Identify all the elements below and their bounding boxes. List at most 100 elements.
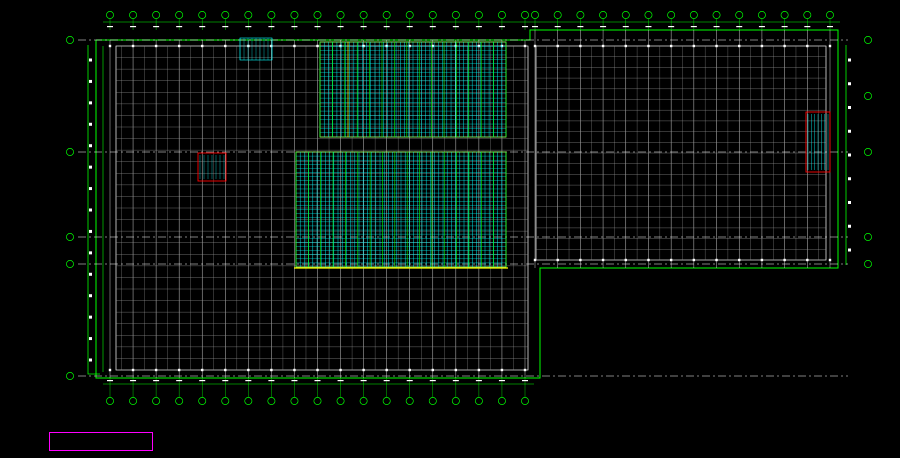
column-marker: [579, 258, 582, 262]
dimension-tick: [176, 26, 183, 28]
axis-bubble-bottom: [244, 397, 253, 405]
axis-bubble-top: [382, 11, 391, 19]
column-marker: [293, 368, 296, 372]
edge-marker: [89, 187, 92, 191]
axis-bubbles: [66, 11, 872, 405]
dimension-tick: [360, 380, 367, 382]
column-marker: [316, 368, 319, 372]
axis-bubble-top: [290, 11, 299, 19]
dimension-tick: [758, 26, 765, 28]
dimension-tick: [532, 26, 538, 28]
dimension-tick: [130, 380, 137, 382]
column-marker: [715, 44, 718, 48]
axis-bubble-top: [521, 11, 529, 19]
axis-bubble-bottom: [290, 397, 299, 405]
dimension-tick: [245, 380, 252, 382]
edge-marker: [89, 165, 92, 169]
dimension-tick: [522, 26, 528, 28]
column-marker: [477, 44, 481, 48]
dimension-tick: [222, 380, 229, 382]
column-marker: [177, 368, 181, 372]
axis-bubble-bottom: [474, 397, 483, 405]
column-marker: [270, 368, 273, 372]
dimension-tick: [199, 26, 206, 28]
dimension-tick: [600, 26, 607, 28]
edge-marker: [89, 122, 92, 126]
column-marker: [738, 258, 741, 262]
dimension-tick: [153, 380, 160, 382]
column-marker: [783, 44, 786, 48]
axis-bubble-top: [428, 11, 437, 19]
dimension-tick: [736, 26, 743, 28]
edge-marker: [89, 294, 92, 298]
dimension-tick: [199, 380, 206, 382]
dimension-tick: [498, 26, 505, 28]
dimension-tick: [314, 26, 321, 28]
column-marker: [500, 368, 504, 372]
dimension-tick: [268, 26, 275, 28]
edge-marker: [848, 106, 851, 109]
dimension-tick: [668, 26, 675, 28]
legend-row: [50, 444, 152, 449]
axis-bubble-top: [497, 11, 506, 19]
axis-bubble-top: [451, 11, 460, 19]
axis-bubble-top: [106, 11, 114, 19]
axis-bubble-top: [244, 11, 253, 19]
axis-bubble-bottom: [267, 397, 276, 405]
dimension-tick: [107, 380, 113, 382]
column-marker: [454, 44, 458, 48]
dimension-tick: [522, 380, 528, 382]
dimension-tick: [291, 380, 298, 382]
axis-bubble-top: [198, 11, 207, 19]
column-marker: [579, 44, 582, 48]
axis-bubble-top: [405, 11, 414, 19]
dimension-tick: [107, 26, 113, 28]
axis-bubble-top: [221, 11, 230, 19]
dimension-tick: [577, 26, 584, 28]
axis-bubble-top: [735, 11, 744, 19]
edge-marker: [89, 58, 92, 62]
axis-bubble-top: [826, 11, 834, 19]
highlight-zone: [805, 111, 831, 173]
edge-marker: [89, 358, 92, 362]
dimension-tick: [804, 26, 811, 28]
column-marker: [270, 44, 273, 48]
axis-bubble-bottom: [129, 397, 138, 405]
dimension-tick: [383, 380, 390, 382]
column-markers: [89, 44, 851, 372]
column-marker: [339, 368, 342, 372]
axis-bubble-right: [864, 148, 872, 156]
edge-marker: [848, 58, 851, 62]
axis-bubble-top: [803, 11, 812, 19]
column-marker: [601, 44, 605, 48]
dimension-tick: [268, 380, 275, 382]
axis-bubble-bottom: [405, 397, 414, 405]
column-marker: [523, 44, 527, 48]
column-marker: [201, 368, 204, 372]
edge-marker: [89, 79, 92, 83]
edge-marker: [848, 129, 851, 133]
edge-marker: [848, 224, 851, 228]
axis-bubble-top: [667, 11, 676, 19]
dimension-tick: [713, 26, 720, 28]
column-marker: [201, 44, 204, 48]
column-marker: [828, 44, 832, 48]
axis-bubble-bottom: [359, 397, 368, 405]
column-marker: [408, 44, 411, 48]
column-marker: [556, 258, 559, 262]
dimension-tick: [452, 26, 459, 28]
column-marker: [523, 368, 527, 372]
axis-bubble-bottom: [313, 397, 322, 405]
axis-bubble-top: [621, 11, 630, 19]
axis-bubble-top: [644, 11, 653, 19]
column-marker: [385, 368, 388, 372]
edge-marker: [89, 272, 92, 276]
dimension-tick: [245, 26, 252, 28]
column-marker: [715, 258, 718, 262]
column-marker: [760, 44, 764, 48]
axis-bubble-top: [336, 11, 345, 19]
axis-bubble-top: [576, 11, 585, 19]
axis-bubble-bottom: [175, 397, 184, 405]
